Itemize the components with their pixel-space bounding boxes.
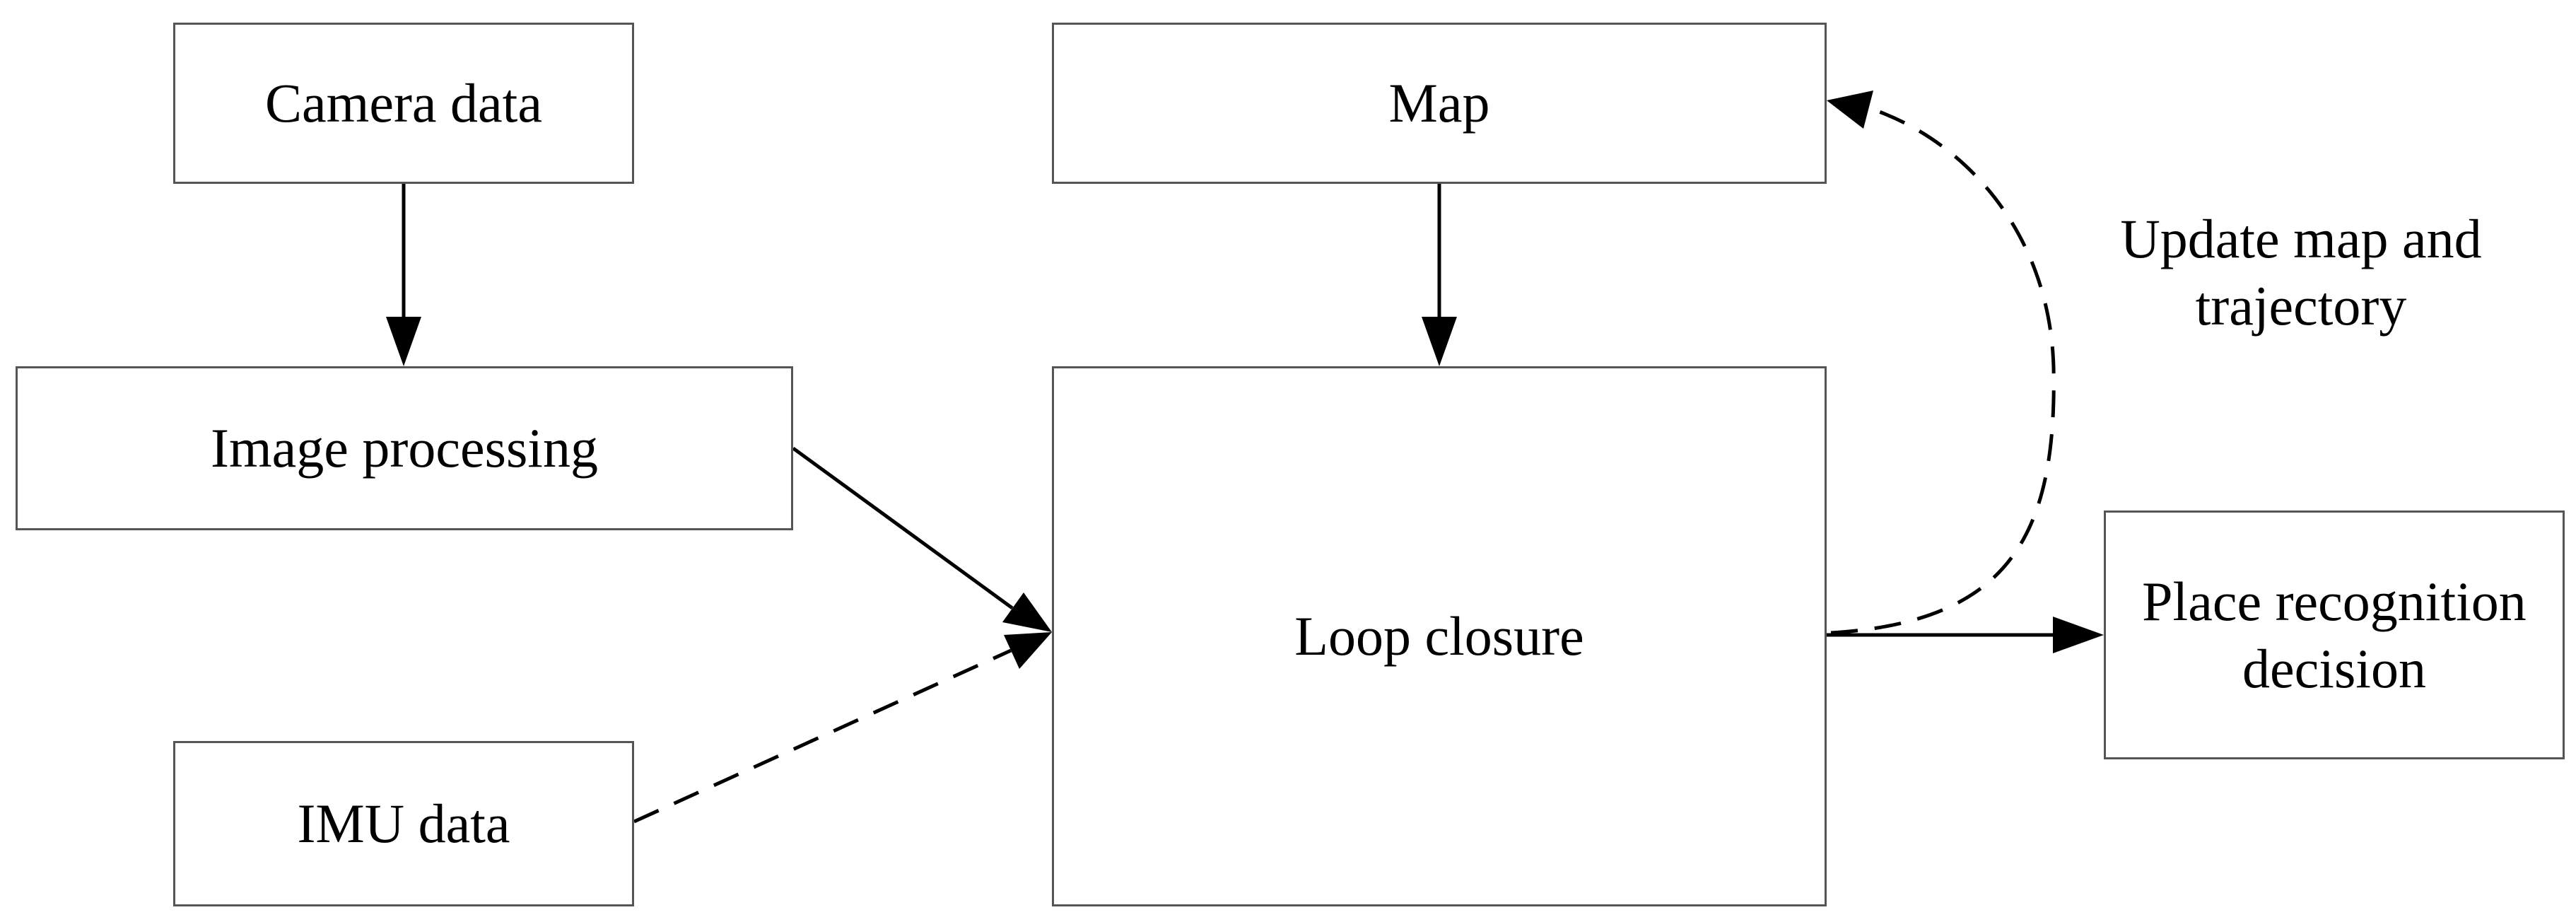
arrowhead-map [1827,91,1873,129]
edge-update-map [1830,107,2056,635]
imu-data-box: IMU data [173,741,634,906]
arrowhead-loop-top [1422,317,1457,366]
place-recognition-decision-box: Place recognition decision [2104,510,2565,759]
imu-data-label: IMU data [297,793,510,855]
arrowhead-place [2053,617,2104,653]
update-map-and-trajectory-label: Update map and trajectory [2120,208,2482,337]
edge-image-to-loop [792,446,1014,610]
arrowhead-loop-left-upper [1002,593,1052,632]
camera-data-label: Camera data [265,72,542,134]
map-box: Map [1052,23,1827,184]
camera-data-box: Camera data [173,23,634,184]
loop-closure-box: Loop closure [1052,366,1827,906]
arrowhead-image [386,317,421,366]
place-recognition-decision-label: Place recognition decision [2142,570,2527,699]
arrowhead-loop-left-lower [1004,632,1052,669]
image-processing-label: Image processing [211,417,598,479]
image-processing-box: Image processing [16,366,793,530]
edge-imu-to-loop [633,648,1012,824]
map-label: Map [1388,72,1490,134]
loop-closure-label: Loop closure [1294,605,1584,667]
